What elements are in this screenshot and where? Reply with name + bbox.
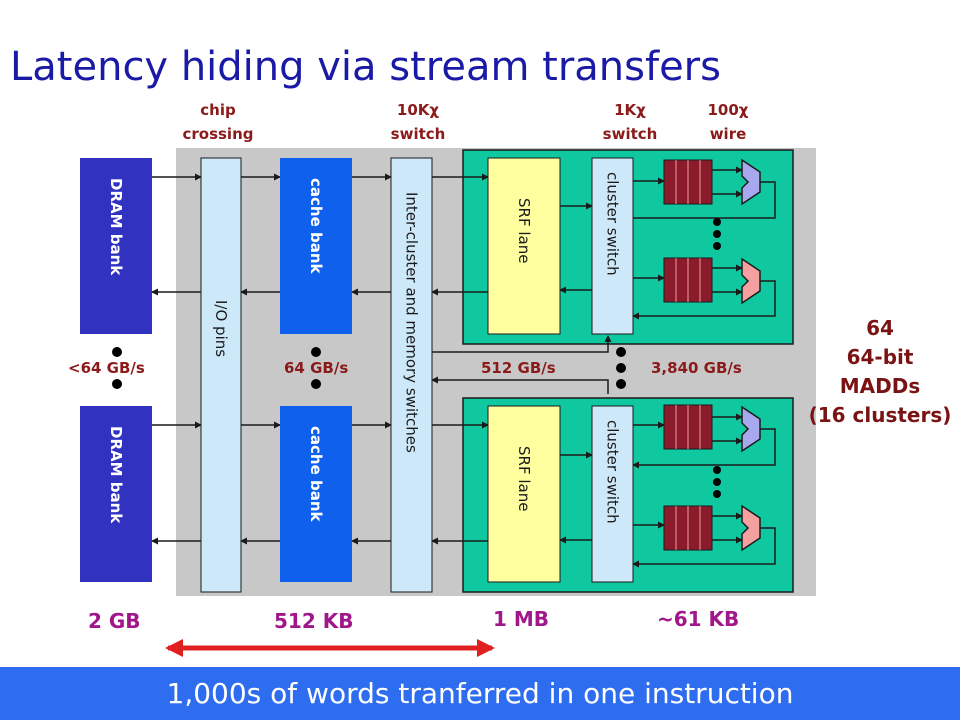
alu-unit [741,504,761,552]
madds-line: 64 [866,316,894,340]
header-line: crossing [182,125,254,143]
cluster-bandwidth-label: 3,840 GB/s [651,359,742,377]
slide-title: Latency hiding via stream transfers [10,44,721,90]
register-file [663,159,713,205]
cache-bank-bottom [280,406,352,582]
cache-bank-text: cache bank [307,426,325,522]
header-1k-switch: 1Kχ switch [580,98,680,146]
register-file [663,505,713,551]
footer-text: 1,000s of words tranferred in one instru… [166,677,794,710]
inter-cluster-text: Inter-cluster and memory switches [402,192,421,453]
cluster-switch-text: cluster switch [603,172,622,276]
header-100-wire: 100χ wire [678,98,778,146]
alu-feedback-loop [632,280,776,320]
srf-lane-label: SRF lane [488,406,560,582]
cluster-cross-connection [431,376,609,394]
srf-lane-bottom [487,405,561,583]
header-line: switch [390,125,446,143]
srf-bandwidth-label: 512 GB/s [481,359,556,377]
header-line: 1Kχ [614,101,646,119]
dram-bank-label: DRAM bank [80,158,152,334]
cache-bank-text: cache bank [307,178,325,274]
io-pins-label: I/O pins [201,300,241,420]
header-line: 10Kχ [396,101,440,119]
cluster-cross-connection [432,335,612,353]
cluster-switch-label: cluster switch [592,406,633,582]
inter-cluster-label: Inter-cluster and memory switches [391,158,432,592]
cluster-switch-text: cluster switch [603,420,622,524]
cluster-switch-bottom [591,405,634,583]
cluster-switch-top [591,157,634,335]
madds-line: (16 clusters) [808,403,952,427]
dram-bank-label: DRAM bank [80,406,152,582]
alu-unit [741,405,761,453]
inter-cluster-switch-block [390,157,433,593]
header-line: 100χ [707,101,749,119]
dram-bank-top [80,158,152,334]
alu-unit [741,257,761,305]
srf-lane-label: SRF lane [488,158,560,334]
header-chip-crossing: chip crossing [168,98,268,146]
srf-lane-text: SRF lane [515,198,533,264]
dram-bank-bottom [80,406,152,582]
lrf-capacity-label: ~61 KB [657,607,740,631]
cache-bank-label: cache bank [280,158,352,334]
alu-feedback-loop [632,428,776,469]
footer-banner: 1,000s of words tranferred in one instru… [0,667,960,720]
madds-line: 64-bit [846,345,914,369]
cache-bandwidth-label: 64 GB/s [284,359,349,377]
cluster-switch-label: cluster switch [592,158,633,334]
dram-bandwidth-label: <64 GB/s [68,359,145,377]
header-line: switch [602,125,658,143]
dram-bank-text: DRAM bank [107,426,125,524]
madds-summary: 64 64-bit MADDs (16 clusters) [800,314,960,430]
alu-feedback-loop [632,527,776,568]
dram-bank-text: DRAM bank [107,178,125,276]
alu-unit [741,158,761,206]
io-pins-text: I/O pins [212,300,230,358]
header-10k-switch: 10Kχ switch [368,98,468,146]
madds-line: MADDs [839,374,921,398]
io-pins-block [200,157,242,593]
dram-capacity-label: 2 GB [88,609,141,633]
cache-bank-label: cache bank [280,406,352,582]
cache-capacity-label: 512 KB [274,609,354,633]
srf-capacity-label: 1 MB [493,607,550,631]
cache-bank-top [280,158,352,334]
header-line: chip [200,101,236,119]
srf-lane-top [487,157,561,335]
register-file [663,257,713,303]
srf-lane-text: SRF lane [515,446,533,512]
register-file [663,404,713,450]
ellipsis-dots [112,218,721,498]
header-line: wire [709,125,747,143]
